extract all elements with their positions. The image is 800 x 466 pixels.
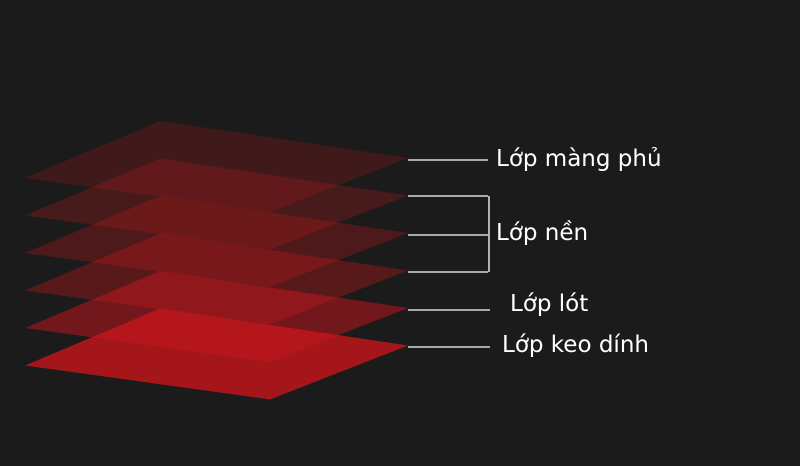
leader-lines [408,159,490,348]
label-adhesive: Lớp keo dính [502,332,649,358]
label-primer: Lớp lót [510,291,589,317]
layer-adhesive [25,308,408,400]
layer-base-2 [25,196,408,287]
label-base: Lớp nền [496,220,589,246]
layer-top-coating [25,121,408,212]
label-top-coating: Lớp màng phủ [496,146,662,172]
layer-group [25,121,408,400]
layer-base-1 [25,158,408,250]
